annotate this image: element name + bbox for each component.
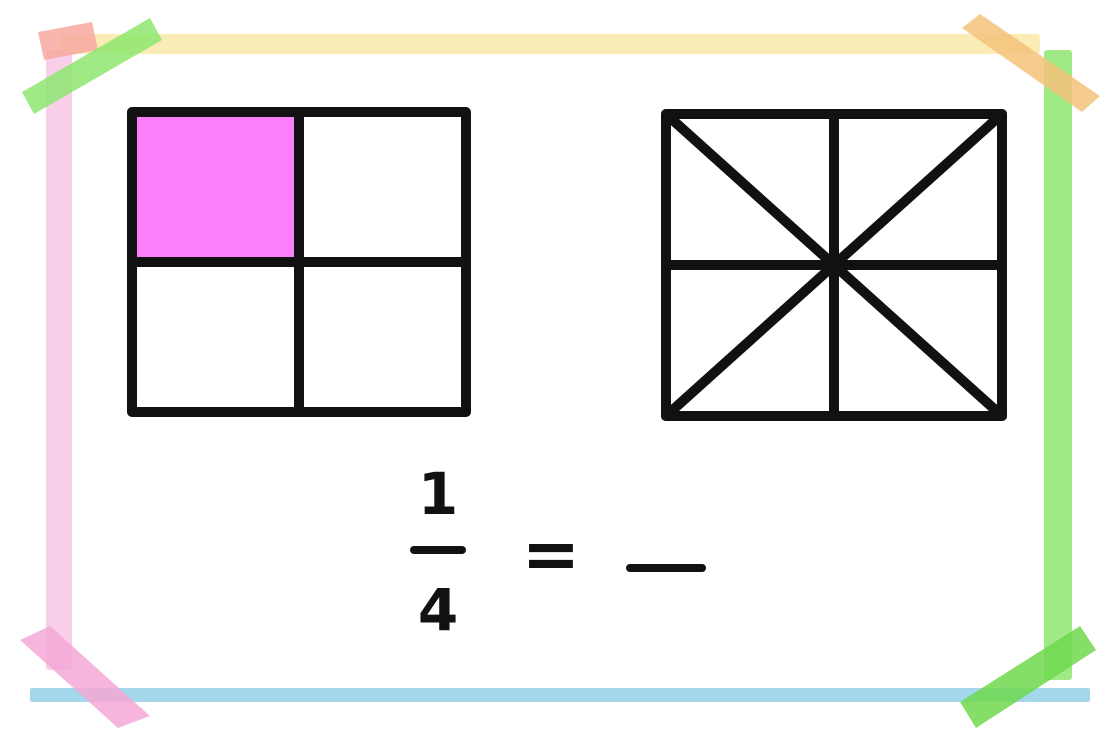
eighths-square xyxy=(661,109,1007,421)
equals-sign: = xyxy=(522,513,581,595)
shaded-quarter xyxy=(132,112,299,262)
tape-corner-top-left-green xyxy=(22,18,162,114)
fraction-denominator: 4 xyxy=(418,576,458,644)
fraction-equation: 1 4 = xyxy=(410,460,706,644)
tape-corner-bottom-right-green xyxy=(960,626,1096,728)
tape-top-yellow xyxy=(60,34,1040,54)
eighths-diagonal-divider-2 xyxy=(661,109,1007,421)
tape-corner-top-right-orange xyxy=(962,14,1100,112)
tape-bottom-blue xyxy=(30,688,1090,702)
tape-right-green xyxy=(1044,50,1072,680)
quarters-square xyxy=(127,107,471,417)
tape-corner-bottom-left-pink xyxy=(20,626,150,728)
tape-corner-top-left-red xyxy=(38,22,98,60)
fraction-numerator: 1 xyxy=(418,460,458,528)
tape-frame xyxy=(20,14,1100,728)
tape-left-pink xyxy=(46,50,72,670)
